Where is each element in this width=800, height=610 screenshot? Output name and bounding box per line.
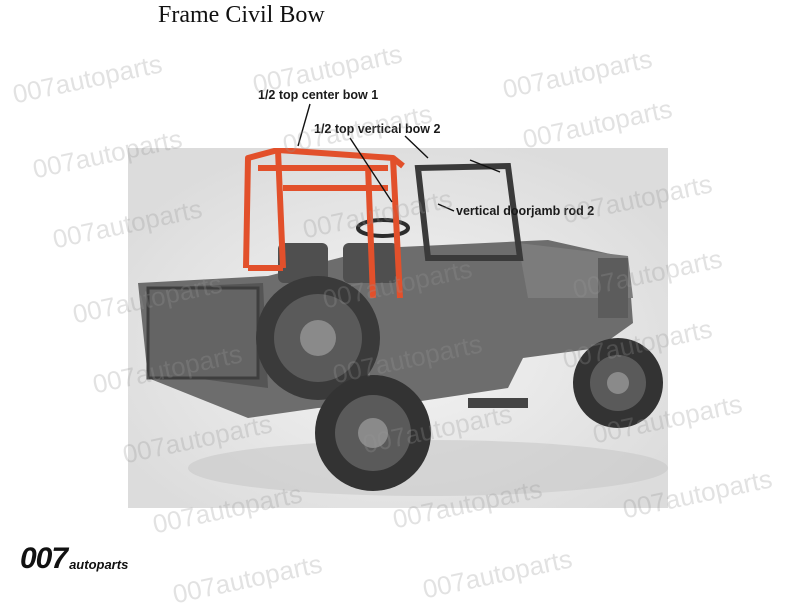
- page-title: Frame Civil Bow: [158, 2, 325, 28]
- watermark-text: 007autoparts: [520, 93, 675, 155]
- jeep-illustration: [128, 148, 668, 508]
- brand-logo: 007 autoparts: [20, 544, 128, 574]
- callout-doorjamb-rod: vertical doorjamb rod 2: [456, 204, 595, 218]
- jeep-photo: [128, 148, 668, 508]
- watermark-text: 007autoparts: [420, 543, 575, 605]
- callout-center-bow: 1/2 top center bow 1: [258, 88, 379, 102]
- callout-vertical-bow: 1/2 top vertical bow 2: [314, 122, 441, 136]
- watermark-text: 007autoparts: [500, 43, 655, 105]
- logo-mark: 007: [20, 542, 68, 575]
- watermark-text: 007autoparts: [170, 548, 325, 610]
- logo-subtext: autoparts: [69, 557, 129, 572]
- watermark-text: 007autoparts: [10, 48, 165, 110]
